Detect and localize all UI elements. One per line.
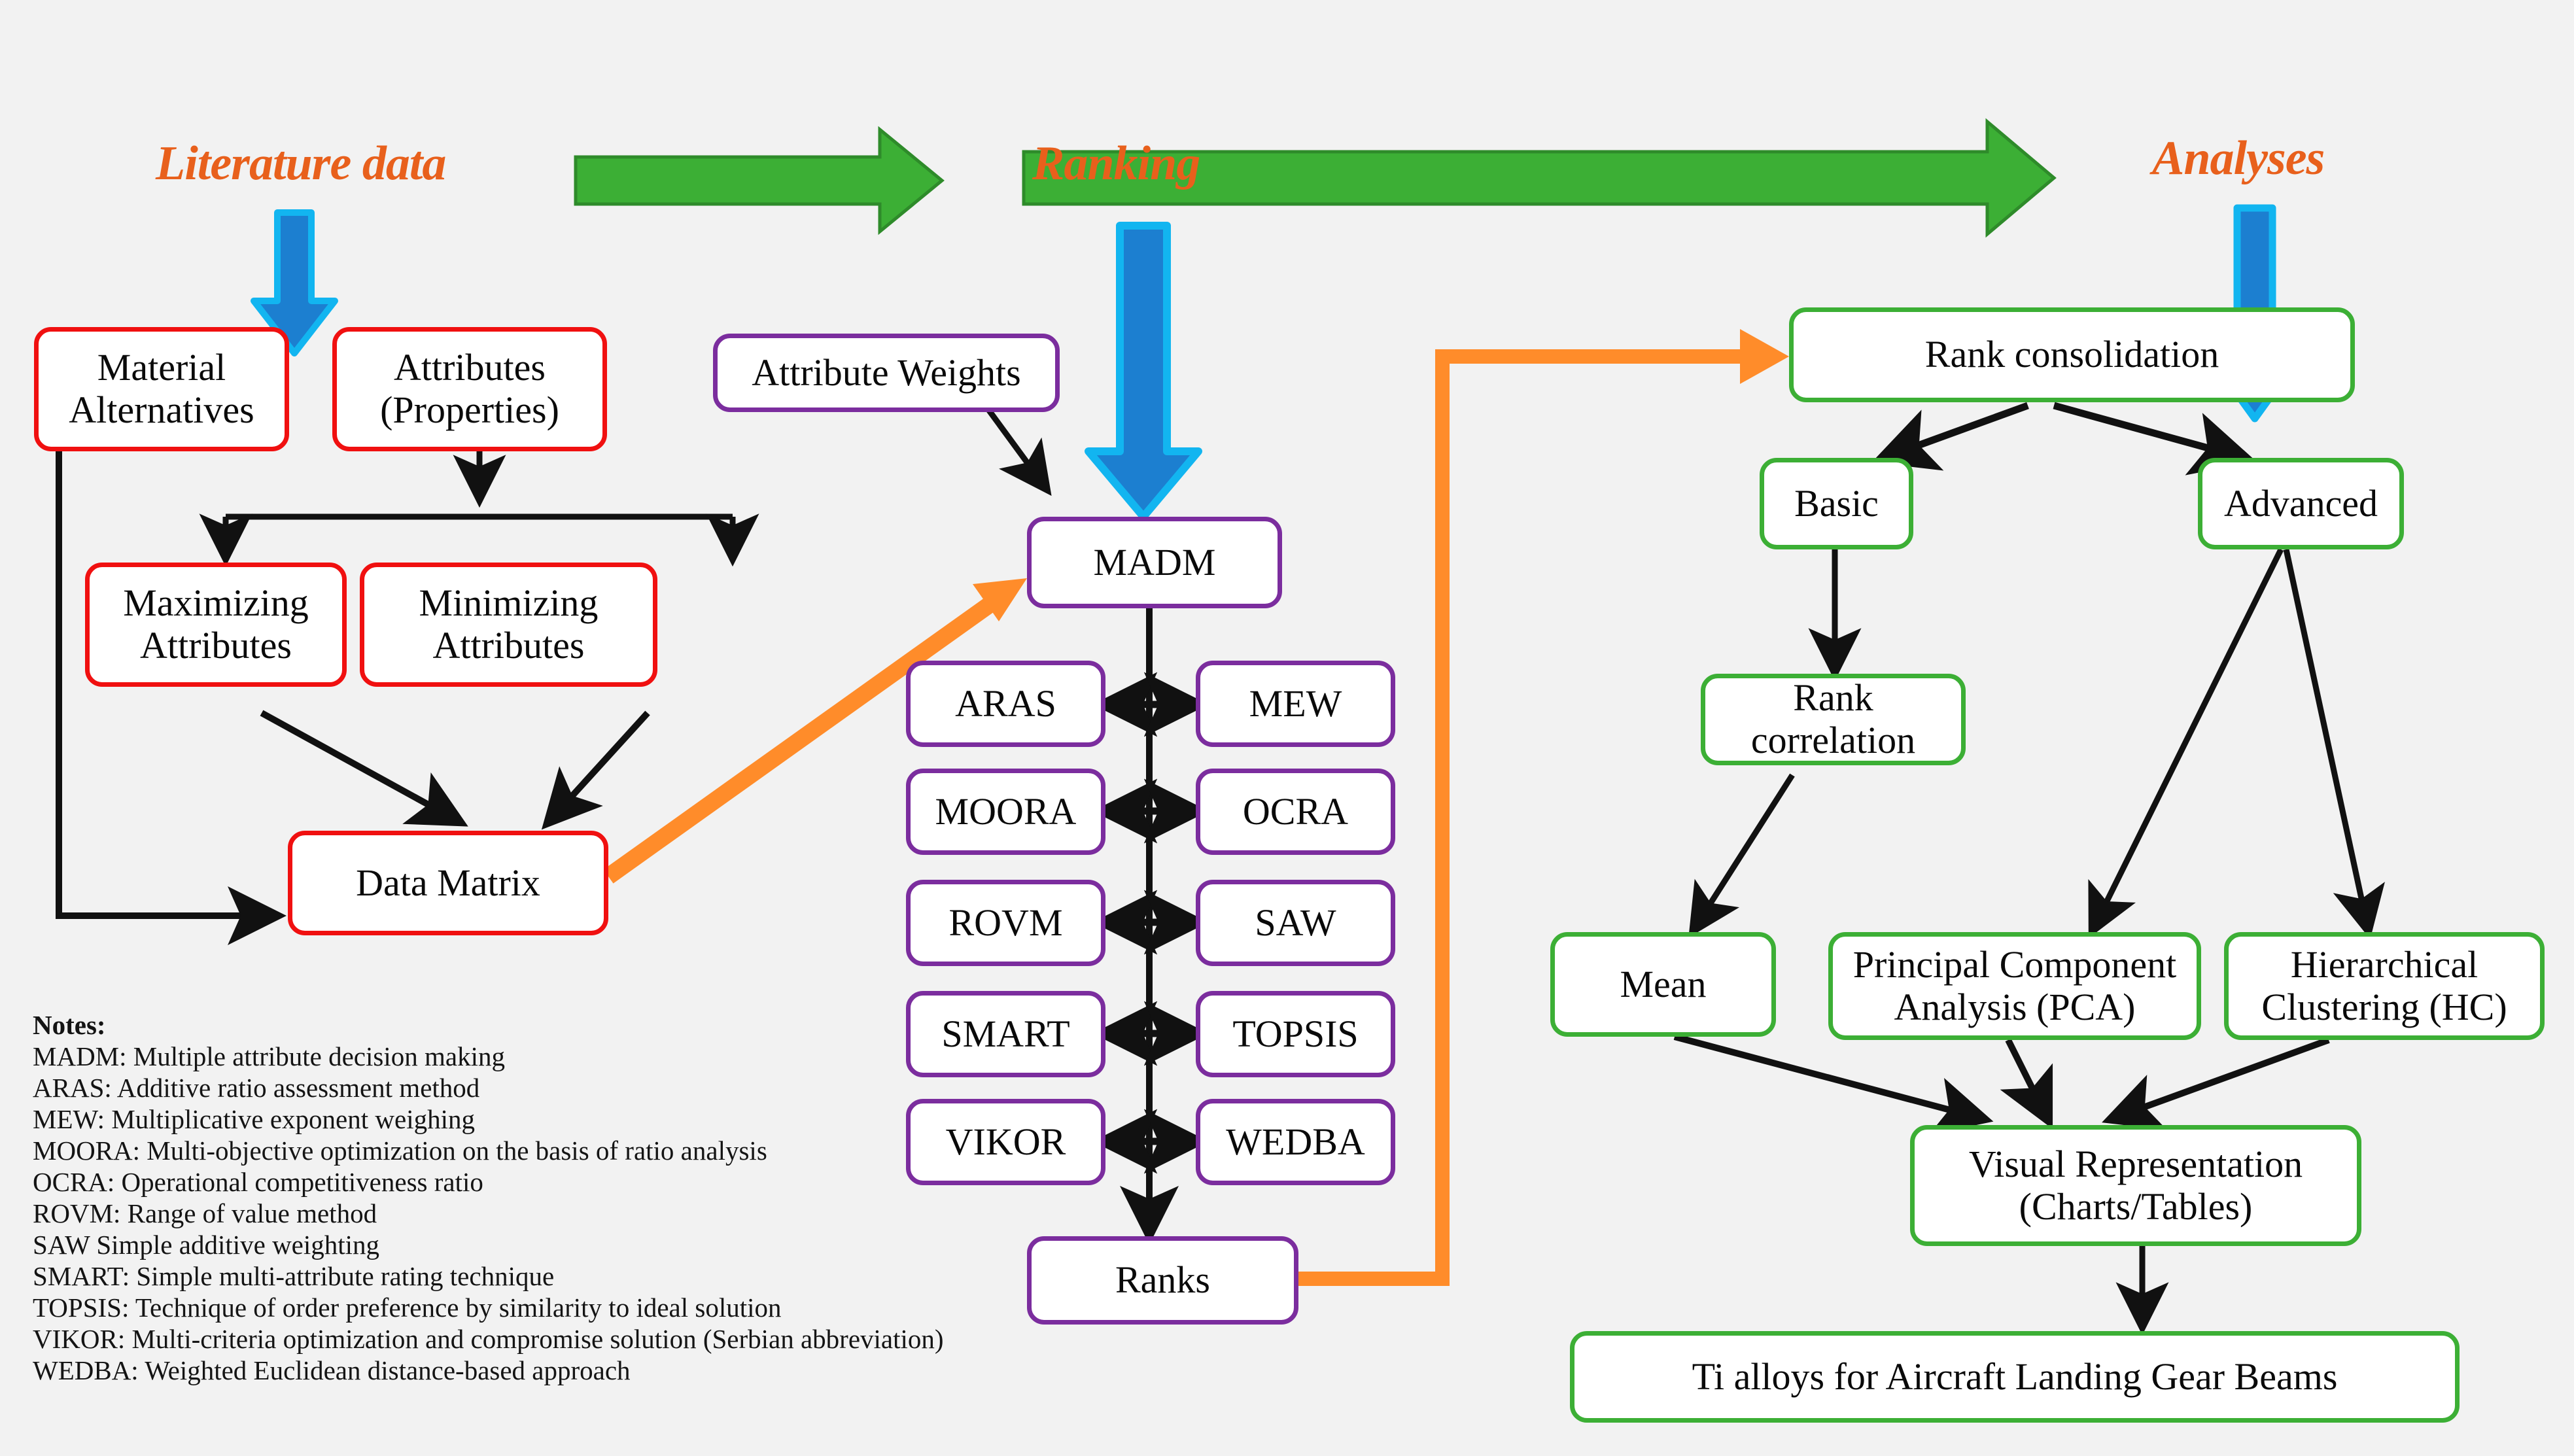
node-attributes-line1: Attributes [394, 346, 546, 389]
phase-title-analyses: Analyses [2152, 131, 2325, 185]
notes-item-topsis: TOPSIS: Technique of order preference by… [33, 1292, 782, 1323]
node-method-topsis[interactable]: TOPSIS [1196, 991, 1395, 1077]
connector-rankconsolidation-to-basic [1871, 402, 2029, 471]
connector-mean-to-visual [1673, 1033, 1994, 1135]
node-mean[interactable]: Mean [1550, 932, 1776, 1037]
node-maximizing-attributes[interactable]: Maximizing Attributes [85, 563, 347, 687]
node-attributes-properties[interactable]: Attributes (Properties) [332, 327, 607, 451]
phase-title-literature: Literature data [156, 137, 446, 190]
notes-item-rovm: ROVM: Range of value method [33, 1198, 377, 1228]
node-attributes-line2: (Properties) [380, 389, 559, 431]
node-advanced[interactable]: Advanced [2198, 458, 2404, 549]
node-visual-line2: (Charts/Tables) [2019, 1185, 2253, 1228]
node-minimizing-line2: Attributes [432, 624, 585, 667]
connector-advanced-to-hc [2283, 549, 2385, 939]
connector-minimizing-to-datamatrix [541, 710, 650, 830]
node-ranks[interactable]: Ranks [1027, 1236, 1298, 1325]
node-basic[interactable]: Basic [1760, 458, 1913, 549]
node-method-mew[interactable]: MEW [1196, 661, 1395, 747]
node-rank-correlation[interactable]: Rank correlation [1701, 674, 1966, 765]
node-material-alternatives-line1: Material [97, 346, 226, 389]
notes-item-ocra: OCRA: Operational competitiveness ratio [33, 1167, 483, 1197]
notes-item-smart: SMART: Simple multi-attribute rating tec… [33, 1261, 555, 1291]
notes-item-moora: MOORA: Multi-objective optimization on t… [33, 1135, 767, 1166]
node-method-wedba[interactable]: WEDBA [1196, 1099, 1395, 1185]
notes-item-madm: MADM: Multiple attribute decision making [33, 1041, 505, 1071]
node-visual-representation[interactable]: Visual Representation (Charts/Tables) [1910, 1125, 2361, 1246]
node-maximizing-line1: Maximizing [123, 581, 309, 625]
notes-item-vikor: VIKOR: Multi-criteria optimization and c… [33, 1324, 944, 1354]
notes-item-wedba: WEDBA: Weighted Euclidean distance-based… [33, 1355, 631, 1385]
node-method-moora[interactable]: MOORA [906, 769, 1105, 855]
node-outcome[interactable]: Ti alloys for Aircraft Landing Gear Beam… [1570, 1331, 2460, 1423]
stage-arrow-blue-ranking [1085, 222, 1202, 521]
node-data-matrix[interactable]: Data Matrix [288, 831, 608, 935]
connector-maximizing-to-datamatrix [260, 710, 468, 827]
node-pca-line2: Analysis (PCA) [1894, 985, 2136, 1028]
node-pca-line1: Principal Component [1852, 943, 2177, 986]
connector-rankconsolidation-to-advanced [2053, 402, 2257, 476]
notes-block: Notes: MADM: Multiple attribute decision… [33, 1007, 944, 1385]
notes-item-saw: SAW Simple additive weighting [33, 1230, 380, 1260]
node-method-rovm[interactable]: ROVM [906, 880, 1105, 966]
connector-attributeweights-to-madm [982, 402, 1052, 496]
node-madm[interactable]: MADM [1027, 517, 1282, 608]
node-method-ocra[interactable]: OCRA [1196, 769, 1395, 855]
node-attribute-weights[interactable]: Attribute Weights [713, 334, 1060, 412]
node-method-saw[interactable]: SAW [1196, 880, 1395, 966]
node-pca[interactable]: Principal Component Analysis (PCA) [1828, 932, 2201, 1040]
connector-hc-to-visual [2102, 1037, 2330, 1130]
notes-item-mew: MEW: Multiplicative exponent weighing [33, 1104, 475, 1134]
node-method-aras[interactable]: ARAS [906, 661, 1105, 747]
node-hc-line2: Clustering (HC) [2261, 985, 2507, 1028]
node-material-alternatives-line2: Alternatives [69, 389, 254, 431]
node-hc[interactable]: Hierarchical Clustering (HC) [2224, 932, 2545, 1040]
stage-arrow-green-1 [574, 126, 945, 235]
connector-rankcorrelation-to-mean [1688, 773, 1795, 938]
node-minimizing-line1: Minimizing [419, 581, 599, 625]
phase-title-ranking: Ranking [1032, 137, 1200, 190]
node-method-vikor[interactable]: VIKOR [906, 1099, 1105, 1185]
node-method-smart[interactable]: SMART [906, 991, 1105, 1077]
connector-pca-to-visual [2000, 1038, 2053, 1130]
node-maximizing-line2: Attributes [140, 624, 292, 667]
connector-advanced-to-pca [2088, 548, 2284, 939]
notes-item-aras: ARAS: Additive ratio assessment method [33, 1073, 480, 1103]
node-hc-line1: Hierarchical [2290, 943, 2478, 986]
node-rank-consolidation[interactable]: Rank consolidation [1789, 307, 2355, 402]
node-visual-line1: Visual Representation [1968, 1142, 2303, 1185]
node-minimizing-attributes[interactable]: Minimizing Attributes [360, 563, 657, 687]
node-material-alternatives[interactable]: Material Alternatives [34, 327, 289, 451]
notes-heading: Notes: [33, 1010, 106, 1040]
